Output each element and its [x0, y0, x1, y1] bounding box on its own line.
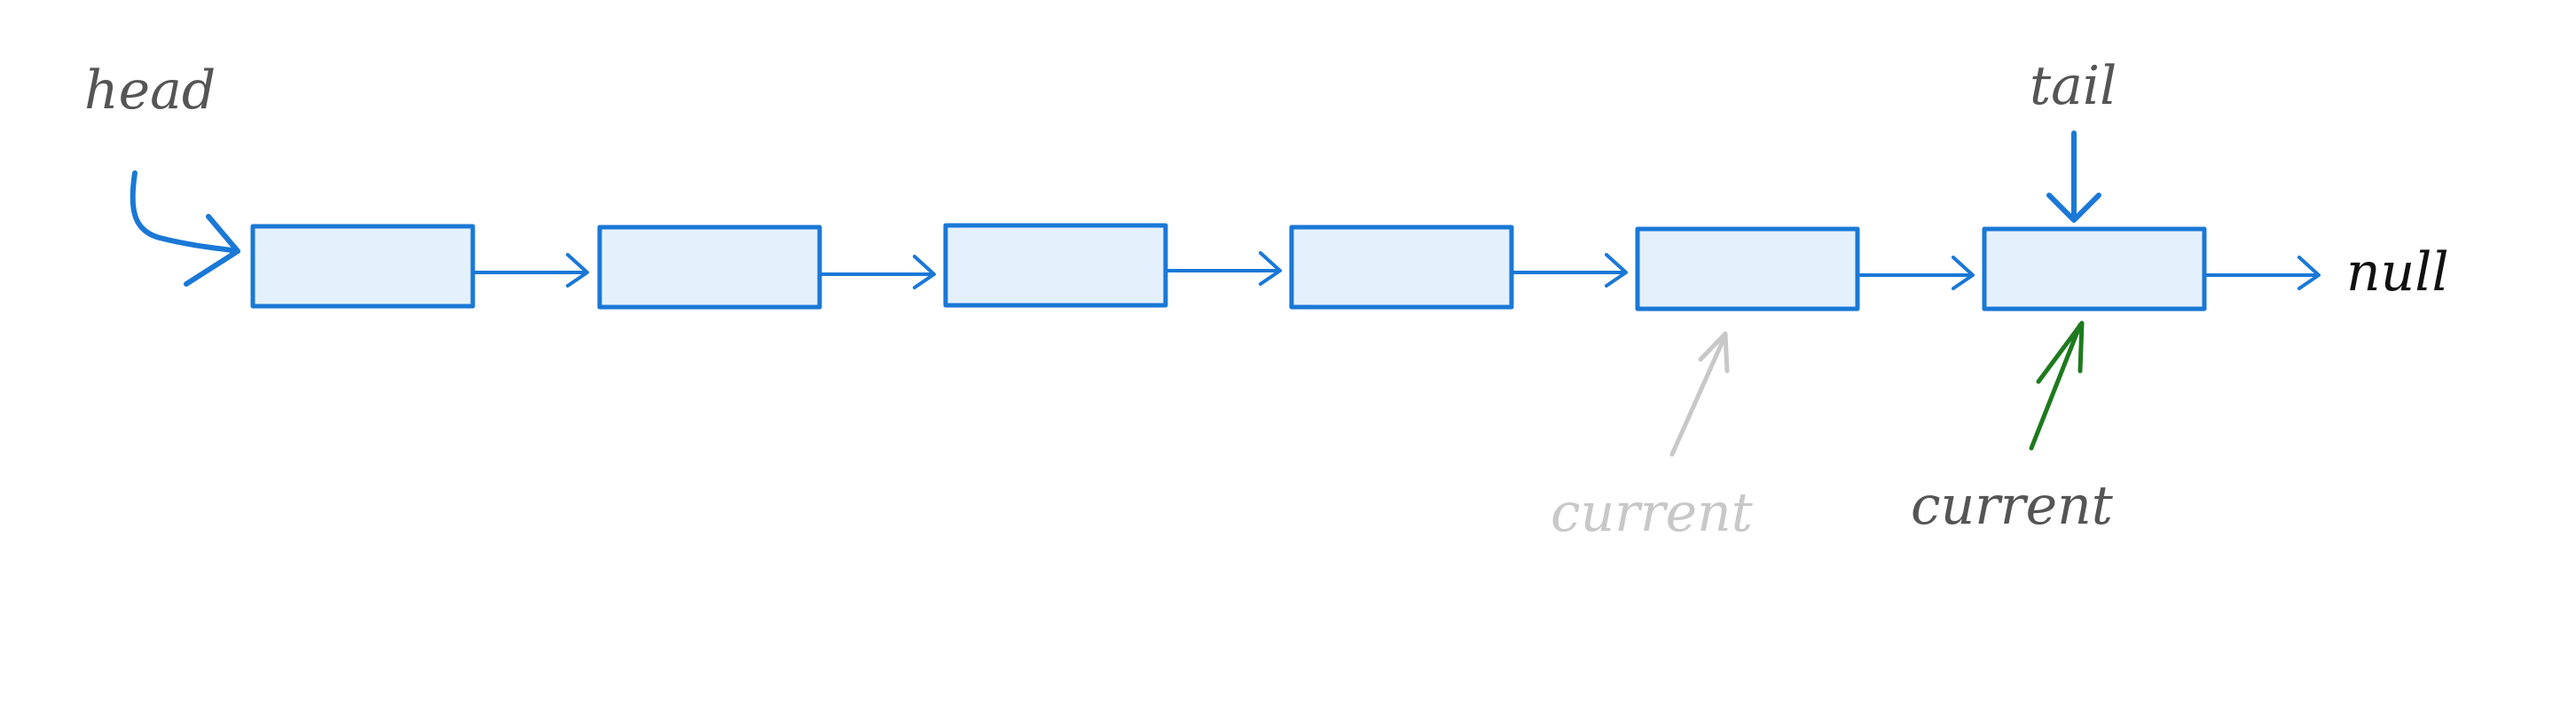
nodes [250, 223, 2207, 312]
next-link-4 [1512, 253, 1628, 288]
tail-pointer [2046, 130, 2101, 223]
list-node-4 [1289, 225, 1514, 310]
next-link-null [2204, 256, 2321, 290]
previous-current-label: current [1551, 482, 1754, 544]
next-link-5 [1857, 256, 1975, 290]
list-node-6 [1982, 226, 2207, 312]
next-links [473, 251, 2321, 290]
current-label: current [1911, 475, 2114, 537]
tail-label: tail [2030, 55, 2117, 117]
list-node-1 [250, 224, 475, 309]
head-pointer [130, 170, 240, 287]
next-link-3 [1166, 251, 1282, 286]
head-label: head [84, 59, 216, 122]
list-node-5 [1635, 226, 1860, 312]
next-link-1 [473, 253, 589, 288]
list-node-2 [597, 225, 822, 310]
list-node-3 [943, 223, 1168, 308]
current-pointer [2029, 320, 2085, 451]
previous-current-pointer [1669, 331, 1730, 457]
next-link-2 [820, 255, 936, 289]
null-label: null [2346, 241, 2449, 304]
